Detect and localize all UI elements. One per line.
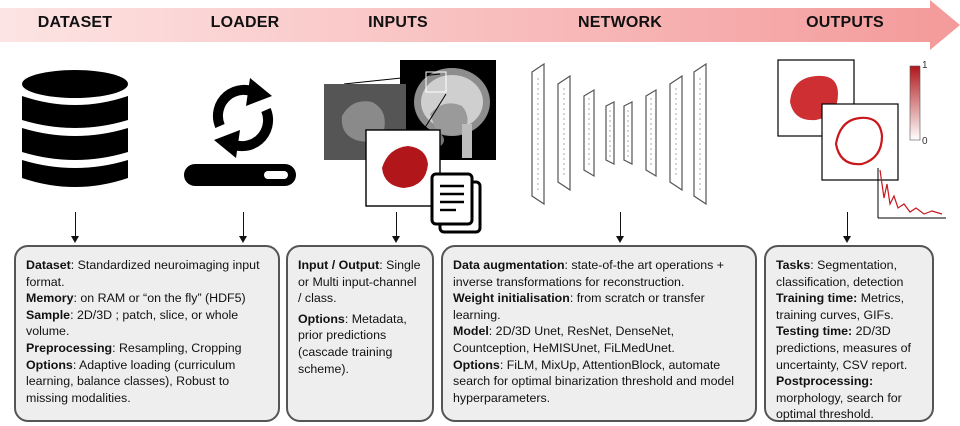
- box-item-testing-time: Testing time: 2D/3D predictions, measure…: [776, 323, 922, 373]
- box-item-sample: Sample: 2D/3D ; patch, slice, or whole v…: [26, 307, 268, 340]
- item-text: : on RAM or “on the fly” (HDF5): [73, 291, 246, 306]
- box-item-preprocessing: Preprocessing: Resampling, Cropping: [26, 340, 268, 357]
- item-label: Tasks: [776, 258, 811, 272]
- outputs-box: Tasks: Segmentation, classification, det…: [764, 245, 934, 422]
- item-text: : 2D/3D Unet, ResNet, DenseNet, Countcep…: [453, 324, 675, 355]
- sync-loader-icon: [184, 78, 296, 186]
- colorbar-max-label: 1: [922, 60, 928, 71]
- item-text: : Segmentation, classification, detectio…: [776, 258, 904, 289]
- network-arrowhead: [616, 236, 624, 243]
- box-item-model: Model: 2D/3D Unet, ResNet, DenseNet, Cou…: [453, 323, 745, 356]
- segmentation-outputs-icon: [777, 59, 946, 219]
- stage-title-loader: LOADER: [210, 14, 280, 31]
- loader-arrowhead: [239, 236, 247, 243]
- item-label: Input / Output: [298, 258, 380, 272]
- item-label: Options: [453, 357, 500, 372]
- box-item-memory: Memory: on RAM or “on the fly” (HDF5): [26, 290, 268, 307]
- item-label: Options: [26, 357, 73, 372]
- box-item-data-augmentation: Data augmentation: state-of-the art oper…: [453, 257, 745, 290]
- item-text: : from scratch or transfer learning.: [453, 291, 705, 322]
- item-label: Options: [298, 311, 345, 326]
- item-label: Dataset: [26, 258, 71, 272]
- box-item-input-output: Input / Output: Single or Multi input-ch…: [298, 257, 422, 307]
- box-item-weight-initialisation: Weight initialisation: from scratch or t…: [453, 290, 745, 323]
- outputs-connector: [847, 212, 848, 238]
- unet-architecture-icon: [531, 62, 707, 206]
- box-item-options: Options: Metadata, prior predictions (ca…: [298, 311, 422, 377]
- item-label: Model: [453, 324, 489, 339]
- inputs-box: Input / Output: Single or Multi input-ch…: [286, 245, 434, 422]
- inputs-arrowhead: [392, 236, 400, 243]
- box-item-dataset: Dataset: Standardized neuroimaging input…: [26, 257, 268, 290]
- box-item-options: Options: FiLM, MixUp, AttentionBlock, au…: [453, 357, 745, 407]
- inputs-connector: [396, 212, 397, 238]
- stage-title-dataset: DATASET: [37, 14, 113, 31]
- item-text: 2D/3D predictions, measures of uncertain…: [776, 324, 911, 372]
- outputs-arrowhead: [843, 236, 851, 243]
- box-item-postprocessing: Postprocessing: morphology, search for o…: [776, 373, 922, 423]
- dataset-connector: [75, 212, 76, 238]
- item-label: Preprocessing: [26, 340, 113, 355]
- item-label: Memory: [26, 291, 74, 306]
- item-label: Training time:: [776, 291, 858, 306]
- item-label: Postprocessing:: [776, 374, 874, 389]
- stage-title-inputs: INPUTS: [368, 14, 428, 31]
- item-text: : Standardized neuroimaging input format…: [26, 258, 260, 289]
- item-text: : Single or Multi input-channel / class.: [298, 258, 421, 306]
- colorbar-min-label: 0: [922, 136, 928, 147]
- item-text: morphology, search for optimal threshold…: [776, 390, 902, 422]
- item-label: Testing time:: [776, 324, 853, 339]
- loader-connector: [243, 212, 244, 238]
- item-label: Data augmentation: [453, 258, 565, 272]
- stage-title-network: NETWORK: [577, 14, 663, 31]
- item-label: Weight initialisation: [453, 291, 570, 306]
- item-text: : Adaptive loading (curriculum learning,…: [26, 357, 236, 405]
- network-connector: [620, 212, 621, 238]
- mri-slices-icon: [324, 60, 496, 234]
- item-text: Metrics, training curves, GIFs.: [776, 291, 905, 322]
- item-text: : state-of-the art operations + inverse …: [453, 258, 724, 289]
- database-icon: [22, 70, 128, 187]
- box-item-training-time: Training time: Metrics, training curves,…: [776, 290, 922, 323]
- dataset-arrowhead: [71, 236, 79, 243]
- pipeline-banner-arrow: [0, 0, 960, 50]
- box-item-options: Options: Adaptive loading (curriculum le…: [26, 357, 268, 407]
- item-text: : Metadata, prior predictions (cascade t…: [298, 311, 407, 376]
- box-item-tasks: Tasks: Segmentation, classification, det…: [776, 257, 922, 290]
- stage-title-outputs: OUTPUTS: [806, 14, 884, 31]
- network-box: Data augmentation: state-of-the art oper…: [441, 245, 757, 422]
- item-label: Sample: [26, 307, 71, 322]
- item-text: : 2D/3D ; patch, slice, or whole volume.: [26, 307, 239, 339]
- dataset-loader-box: Dataset: Standardized neuroimaging input…: [14, 245, 280, 422]
- item-text: : FiLM, MixUp, AttentionBlock, automate …: [453, 357, 735, 405]
- item-text: : Resampling, Cropping: [112, 340, 242, 355]
